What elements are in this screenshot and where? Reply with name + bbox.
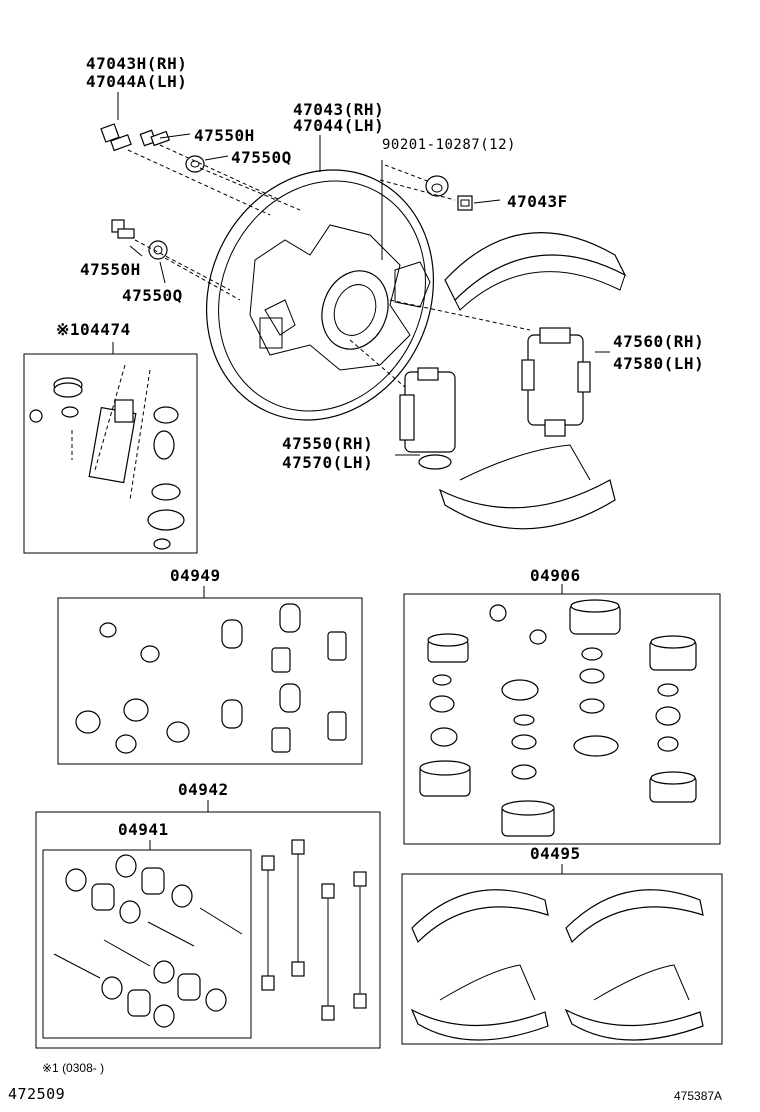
label-04495: 04495: [530, 844, 581, 863]
kit-04474-box: [23, 353, 198, 554]
label-47560: 47560(RH): [613, 332, 705, 351]
label-47550q-mid: 47550Q: [122, 286, 183, 305]
wheel-cylinder-47550[interactable]: [399, 367, 456, 470]
label-47043: 47043(RH): [293, 100, 385, 119]
label-04949: 04949: [170, 566, 221, 585]
plug-47043f[interactable]: [457, 195, 473, 211]
label-04941: 04941: [118, 820, 169, 839]
bolt-47550h-top[interactable]: [139, 129, 170, 147]
kit-04949-parts[interactable]: [75, 603, 347, 754]
washer-47550q-mid[interactable]: [148, 240, 168, 260]
kit-04941-box: [42, 849, 252, 1039]
kit-04474-parts[interactable]: [29, 364, 185, 550]
label-47044: 47044(LH): [293, 116, 385, 135]
label-04474: ※104474: [56, 320, 131, 339]
label-90201: 90201-10287(12): [382, 137, 516, 153]
label-47043h: 47043H(RH): [86, 54, 188, 73]
label-04942: 04942: [178, 780, 229, 799]
bolt-47550h-mid[interactable]: [111, 219, 135, 239]
footnote: ※1 (0308- ): [42, 1061, 105, 1075]
kit-04941-parts[interactable]: [53, 854, 243, 1028]
wheel-cylinder-47560[interactable]: [521, 327, 591, 437]
label-47043f: 47043F: [507, 192, 568, 211]
kit-04495-shoes[interactable]: [410, 889, 704, 1041]
label-47580: 47580(LH): [613, 354, 705, 373]
label-47550q-top: 47550Q: [231, 148, 292, 167]
figure-id: 475387A: [674, 1089, 723, 1103]
backing-plate[interactable]: [166, 133, 474, 458]
label-47550h-top: 47550H: [194, 126, 255, 145]
leader-lines: [117, 92, 610, 456]
label-47550-rh: 47550(RH): [282, 434, 374, 453]
bolt-47043h[interactable]: [100, 123, 132, 152]
kit-04949-box: [57, 597, 363, 765]
label-47570: 47570(LH): [282, 453, 374, 472]
label-04906: 04906: [530, 566, 581, 585]
washer-90201[interactable]: [425, 175, 449, 197]
brake-shoe-lower[interactable]: [438, 444, 616, 530]
brake-shoe-upper[interactable]: [444, 232, 627, 311]
washer-47550q-top[interactable]: [185, 155, 205, 173]
return-springs[interactable]: [261, 839, 367, 1021]
diagram-id: 472509: [8, 1085, 66, 1103]
kit-04906-parts[interactable]: [419, 599, 697, 837]
label-47044a: 47044A(LH): [86, 72, 188, 91]
label-47550h-mid: 47550H: [80, 260, 141, 279]
